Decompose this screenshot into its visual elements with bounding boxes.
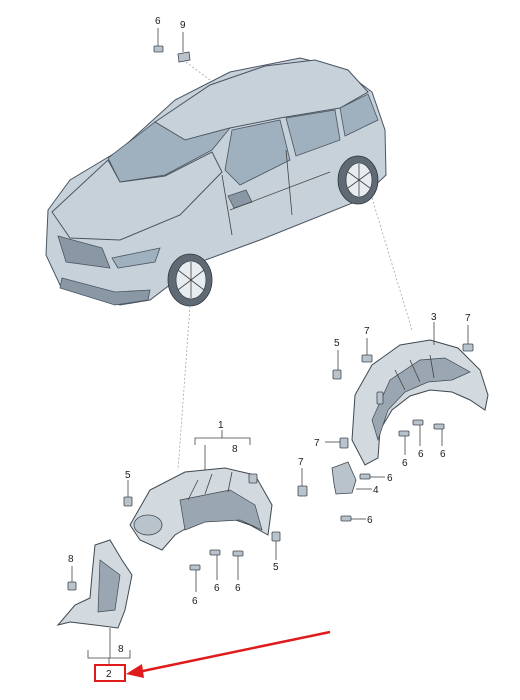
- callout-6-r4: 6: [387, 473, 393, 484]
- callout-6-top: 6: [155, 16, 161, 27]
- callout-7-b: 7: [465, 313, 471, 324]
- callout-6-c: 6: [192, 596, 198, 607]
- connector-front-wheel: [177, 305, 191, 471]
- car-illustration: [45, 57, 387, 307]
- callout-4: 4: [373, 485, 379, 496]
- callout-5-left: 5: [125, 470, 131, 481]
- callout-6-r5: 6: [367, 515, 373, 526]
- callout-2: 2: [106, 669, 112, 680]
- callout-6-b: 6: [235, 583, 241, 594]
- highlight-box: [94, 664, 126, 682]
- callout-6-a: 6: [214, 583, 220, 594]
- callout-8-front: 8: [232, 444, 238, 455]
- connector-rear-wheel: [371, 197, 413, 331]
- rear-wheel-liner: [351, 339, 489, 466]
- connector-roof-clip: [185, 61, 211, 81]
- bracket-2: [87, 650, 131, 659]
- callout-8-bottom: 8: [118, 644, 124, 655]
- callout-6-r3: 6: [440, 449, 446, 460]
- callout-7-d: 7: [298, 457, 304, 468]
- callout-8-left: 8: [68, 554, 74, 565]
- top-fasteners: [153, 28, 191, 63]
- callout-7-c: 7: [314, 438, 320, 449]
- callout-6-r2: 6: [418, 449, 424, 460]
- callout-6-r1: 6: [402, 458, 408, 469]
- front-fasteners: [67, 473, 281, 592]
- callout-3: 3: [431, 312, 437, 323]
- callout-5-rear: 5: [334, 338, 340, 349]
- callout-5-b: 5: [273, 562, 279, 573]
- rear-fasteners: [297, 325, 474, 522]
- callout-7-a: 7: [364, 326, 370, 337]
- highlight-arrow: [126, 630, 331, 678]
- front-wheel-liner: [129, 467, 273, 551]
- bracket-1: [194, 437, 251, 445]
- callout-9: 9: [180, 20, 186, 31]
- liner-extension: [56, 539, 133, 629]
- callout-1: 1: [218, 420, 224, 431]
